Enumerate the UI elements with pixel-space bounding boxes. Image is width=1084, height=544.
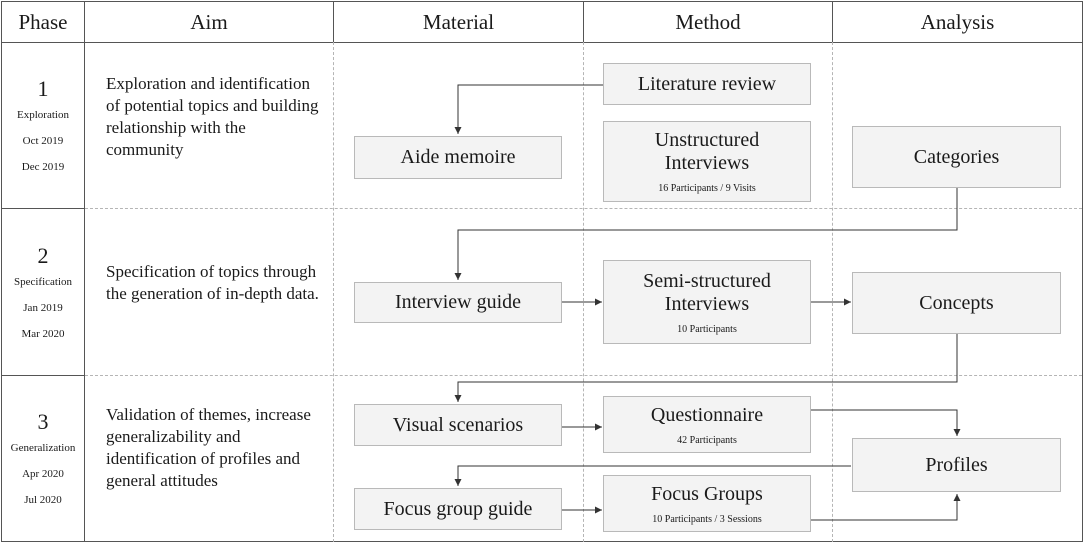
box-label: Aide memoire bbox=[400, 146, 516, 168]
header-divider-material bbox=[583, 1, 584, 42]
box-detail: 10 Participants / 3 Sessions bbox=[652, 513, 762, 525]
phase-2-cell: 2 Specification Jan 2019 Mar 2020 bbox=[2, 243, 84, 347]
phase-3-cell: 3 Generalization Apr 2020 Jul 2020 bbox=[2, 409, 84, 513]
phase-3-aim: Validation of themes, increase generaliz… bbox=[106, 405, 311, 490]
header-method: Method bbox=[675, 9, 741, 34]
box-label: Focus Groups bbox=[651, 482, 763, 505]
phase-end: Mar 2020 bbox=[21, 328, 65, 340]
column-divider-method bbox=[832, 42, 833, 542]
phase-divider-1-left bbox=[1, 208, 85, 209]
arrow-focus-groups-to-profiles bbox=[811, 494, 961, 521]
arrow-categories-to-interview-guide bbox=[454, 188, 958, 280]
column-divider-aim bbox=[333, 42, 334, 542]
phase-start: Oct 2019 bbox=[22, 135, 64, 147]
header-phase: Phase bbox=[18, 9, 68, 34]
categories-box: Categories bbox=[852, 126, 1061, 188]
box-label: Concepts bbox=[919, 291, 994, 314]
phase-divider-2-left bbox=[1, 375, 85, 376]
header-divider bbox=[1, 42, 1083, 43]
focus-group-guide-box: Focus group guide bbox=[354, 488, 562, 530]
box-label: Literature review bbox=[637, 72, 777, 95]
column-divider-material bbox=[583, 42, 584, 542]
phase-name: Generalization bbox=[10, 442, 76, 454]
box-label: Categories bbox=[913, 145, 1000, 168]
table-bottom-border bbox=[1, 541, 1083, 542]
header-aim: Aim bbox=[190, 9, 228, 34]
box-label: Visual scenarios bbox=[392, 413, 524, 436]
header-divider-aim bbox=[333, 1, 334, 42]
arrow-questionnaire-to-profiles bbox=[811, 409, 961, 436]
arrow-profiles-to-focus-guide bbox=[454, 465, 851, 486]
header-divider-method bbox=[832, 1, 833, 42]
visual-scenarios-box: Visual scenarios bbox=[354, 404, 562, 446]
table-right-border bbox=[1082, 1, 1083, 542]
table-top-border bbox=[1, 1, 1083, 2]
phase-name: Exploration bbox=[17, 109, 69, 121]
interview-guide-box: Interview guide bbox=[354, 282, 562, 323]
box-detail: 16 Participants / 9 Visits bbox=[658, 183, 756, 194]
literature-review-box: Literature review bbox=[603, 63, 811, 105]
column-divider-phase bbox=[84, 1, 85, 542]
phase-end: Jul 2020 bbox=[24, 494, 62, 506]
phase-1-cell: 1 Exploration Oct 2019 Dec 2019 bbox=[2, 76, 84, 180]
questionnaire-box: Questionnaire 42 Participants bbox=[603, 396, 811, 453]
box-detail: 10 Participants bbox=[677, 323, 737, 335]
arrow-concepts-to-visual bbox=[454, 334, 958, 402]
box-label: Profiles bbox=[925, 453, 988, 476]
arrow-literature-to-aide bbox=[454, 84, 603, 134]
phase-1-aim: Exploration and identification of potent… bbox=[106, 74, 319, 159]
box-label: Focus group guide bbox=[383, 497, 533, 520]
phase-name: Specification bbox=[13, 276, 73, 288]
concepts-box: Concepts bbox=[852, 272, 1061, 334]
phase-2-aim: Specification of topics through the gene… bbox=[106, 262, 319, 303]
focus-groups-box: Focus Groups 10 Participants / 3 Session… bbox=[603, 475, 811, 532]
phase-end: Dec 2019 bbox=[21, 161, 65, 173]
box-label: Questionnaire bbox=[650, 403, 764, 426]
phase-number: 3 bbox=[37, 409, 49, 434]
phase-start: Apr 2020 bbox=[22, 468, 64, 480]
phase-start: Jan 2019 bbox=[23, 302, 63, 314]
header-analysis: Analysis bbox=[920, 9, 995, 34]
semi-structured-interviews-box: Semi-structured Interviews 10 Participan… bbox=[603, 260, 811, 344]
table-left-border bbox=[1, 1, 2, 542]
profiles-box: Profiles bbox=[852, 438, 1061, 492]
aide-memoire-box: Aide memoire bbox=[354, 136, 562, 179]
box-detail: 42 Participants bbox=[677, 434, 737, 446]
phase-number: 2 bbox=[37, 243, 49, 268]
phase-number: 1 bbox=[37, 76, 49, 101]
box-label: Unstructured Interviews bbox=[654, 129, 760, 174]
unstructured-interviews-box: Unstructured Interviews 16 Participants … bbox=[603, 121, 811, 202]
box-label: Interview guide bbox=[394, 291, 522, 313]
header-material: Material bbox=[422, 9, 495, 34]
box-label: Semi-structured Interviews bbox=[643, 269, 771, 315]
